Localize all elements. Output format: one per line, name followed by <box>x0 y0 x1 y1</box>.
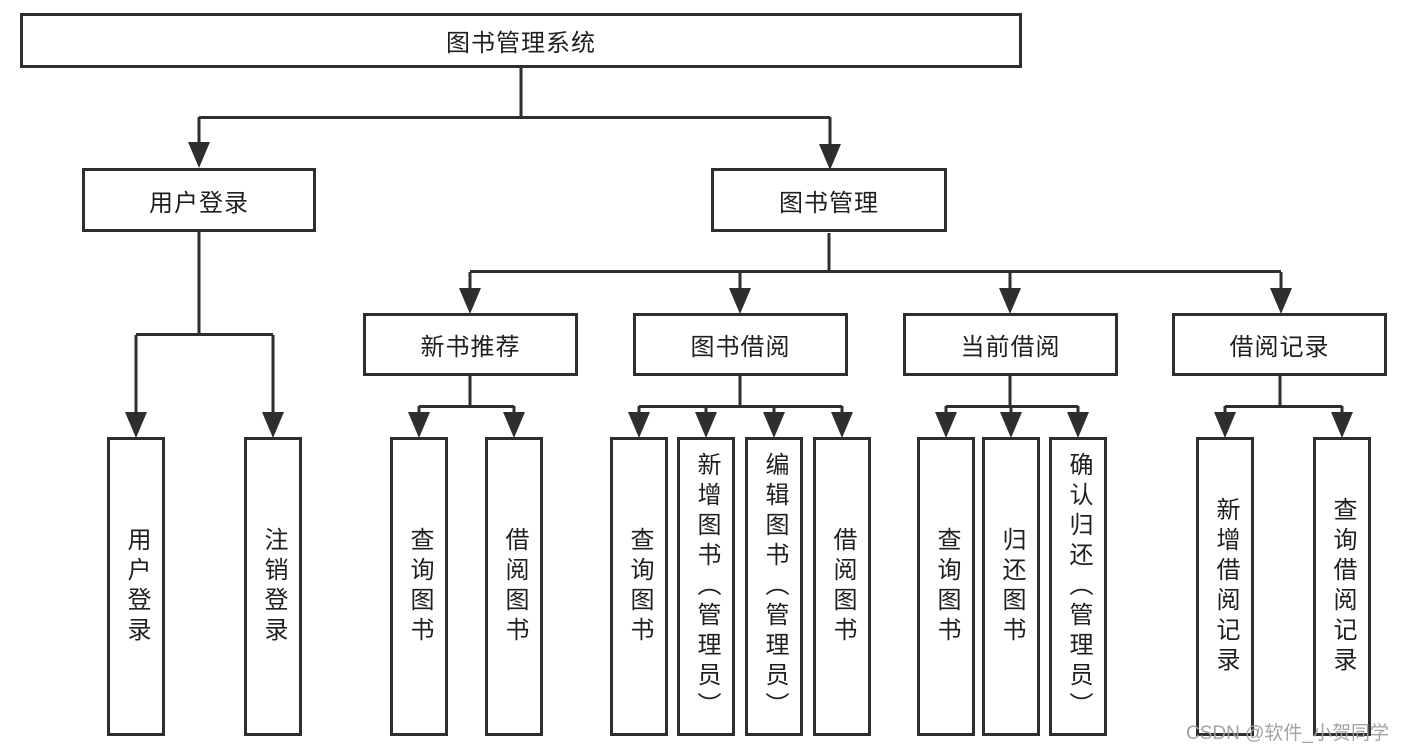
leaf-label: 注销登录 <box>260 526 287 647</box>
leaf-label: 新增借阅记录 <box>1212 496 1239 677</box>
node-label: 用户登录 <box>149 189 249 217</box>
leaf-label: 编辑图书（管理员） <box>761 451 788 722</box>
leaf-current-query-book: 查询图书 <box>917 437 975 736</box>
leaf-label: 查询图书 <box>406 526 433 647</box>
leaf-borrow-query-book: 查询图书 <box>610 437 668 736</box>
leaf-current-return-book: 归还图书 <box>982 437 1040 736</box>
node-borrowing-records: 借阅记录 <box>1172 313 1387 376</box>
leaf-records-add-borrow-record: 新增借阅记录 <box>1196 437 1254 736</box>
leaf-label: 用户登录 <box>123 526 150 647</box>
leaf-current-confirm-return-admin: 确认归还（管理员） <box>1049 437 1107 736</box>
node-library-management-system: 图书管理系统 <box>20 13 1022 68</box>
node-user-login: 用户登录 <box>82 168 316 232</box>
leaf-label: 查询图书 <box>933 526 960 647</box>
node-new-book-recommendation: 新书推荐 <box>363 313 578 376</box>
leaf-label: 新增图书（管理员） <box>693 451 720 722</box>
leaf-recommend-borrow-book: 借阅图书 <box>485 437 543 736</box>
node-label: 当前借阅 <box>960 334 1061 361</box>
node-book-borrowing: 图书借阅 <box>633 313 848 376</box>
watermark: CSDN @软件_小贺同学 <box>1186 723 1389 744</box>
node-label: 图书管理系统 <box>446 30 596 57</box>
node-current-borrowing: 当前借阅 <box>903 313 1118 376</box>
leaf-recommend-query-book: 查询图书 <box>390 437 448 736</box>
leaf-label: 借阅图书 <box>501 526 528 647</box>
leaf-records-query-borrow-record: 查询借阅记录 <box>1313 437 1371 736</box>
node-label: 图书借阅 <box>690 334 791 361</box>
leaf-logout: 注销登录 <box>244 437 302 736</box>
leaf-label: 借阅图书 <box>829 526 856 647</box>
leaf-label: 查询图书 <box>626 526 653 647</box>
leaf-borrow-edit-book-admin: 编辑图书（管理员） <box>745 437 803 736</box>
leaf-label: 查询借阅记录 <box>1329 496 1356 677</box>
node-label: 新书推荐 <box>420 334 521 361</box>
leaf-borrow-add-book-admin: 新增图书（管理员） <box>677 437 735 736</box>
leaf-label: 归还图书 <box>998 526 1025 647</box>
leaf-user-login: 用户登录 <box>107 437 165 736</box>
node-book-management: 图书管理 <box>711 168 947 232</box>
leaf-borrow-borrow-book: 借阅图书 <box>813 437 871 736</box>
node-label: 图书管理 <box>779 189 879 217</box>
leaf-label: 确认归还（管理员） <box>1065 451 1092 722</box>
node-label: 借阅记录 <box>1229 334 1330 361</box>
